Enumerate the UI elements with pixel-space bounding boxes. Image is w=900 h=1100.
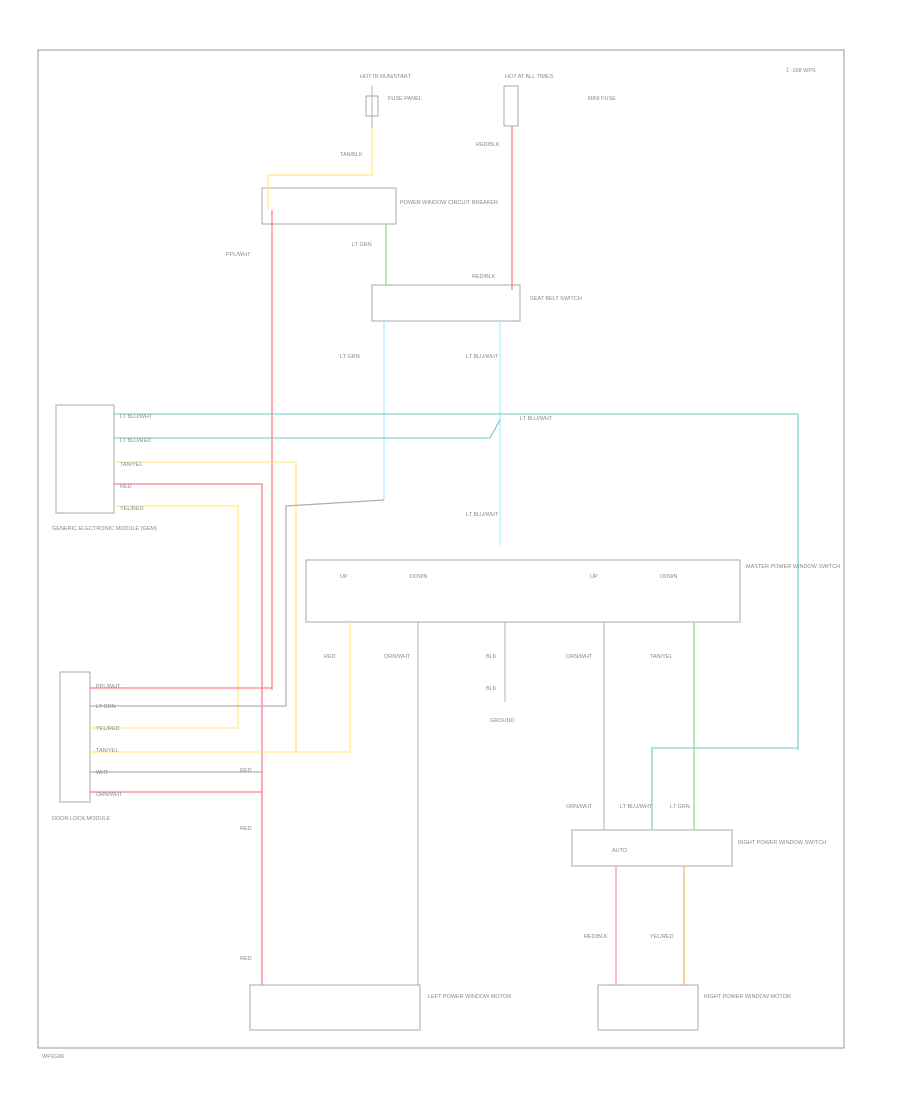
left-module: GENERIC ELECTRONIC MODULE (GEM) (52, 404, 157, 532)
wire-label-red-3: RED (240, 768, 252, 774)
wire-label-tan-yel: TAN/YEL (120, 462, 143, 468)
wires (90, 126, 799, 985)
wire-label-lt-grn-2: LT GRN (340, 354, 360, 360)
fuse-right: HOT AT ALL TIMES MINI FUSE (503, 74, 616, 127)
svg-text:AUTO: AUTO (612, 848, 628, 854)
svg-text:RIGHT POWER WINDOW MOTOR: RIGHT POWER WINDOW MOTOR (704, 994, 791, 1000)
wire-label-red-blk-2: RED/BLK (472, 274, 496, 280)
wire-label-lt-blu: LT BLU/WHT (466, 354, 499, 360)
wire-label-lt-blu-4: LT BLU/WHT (466, 512, 499, 518)
svg-text:HOT AT ALL TIMES: HOT AT ALL TIMES (505, 74, 554, 80)
svg-text:UP: UP (340, 574, 348, 580)
wire-label-orn-wht-3: ORN/WHT (96, 792, 123, 798)
wire-label-red-blk: RED/BLK (476, 142, 500, 148)
right-door-switch: RIGHT POWER WINDOW SWITCH AUTO (571, 829, 826, 867)
wire-label-lt-blu-3: LT BLU/WHT (520, 416, 553, 422)
svg-text:GROUND: GROUND (490, 718, 514, 724)
wire-label-wht: WHT (96, 770, 109, 776)
svg-text:MINI FUSE: MINI FUSE (588, 96, 616, 102)
wire-label-blk-2: BLK (486, 686, 497, 692)
wire-label-lt-blu-red: LT BLU/RED (120, 438, 151, 444)
wire-label-tan-blk: TAN/BLK (340, 152, 363, 158)
wire-label-lt-grn-4: LT GRN (670, 804, 690, 810)
svg-text:LEFT POWER WINDOW MOTOR: LEFT POWER WINDOW MOTOR (428, 994, 511, 1000)
svg-text:UP: UP (590, 574, 598, 580)
wire-label-yel-red-2: YEL/RED (96, 726, 120, 732)
wire-label-ppl-wht-2: PPL/WHT (96, 684, 121, 690)
wire-label-red-5: RED (240, 956, 252, 962)
footer-code: WF9G96 (42, 1054, 64, 1060)
wire-label-orn-wht-4: ORN/WHT (566, 804, 593, 810)
wire-label-orn-wht-2: ORN/WHT (566, 654, 593, 660)
wire-label-red-blk-3: RED/BLK (584, 934, 608, 940)
wire-label-lt-blu-5: LT BLU/WHT (620, 804, 653, 810)
diagram-frame (37, 49, 845, 1049)
svg-text:DOWN: DOWN (410, 574, 427, 580)
wire-label-blk: BLK (486, 654, 497, 660)
svg-text:FUSE PANEL: FUSE PANEL (388, 96, 422, 102)
svg-text:DOWN: DOWN (660, 574, 677, 580)
master-switch: MASTER POWER WINDOW SWITCH UP DOWN UP DO… (305, 559, 840, 623)
wire-label-tan-yel-3: TAN/YEL (96, 748, 119, 754)
svg-text:RIGHT POWER WINDOW SWITCH: RIGHT POWER WINDOW SWITCH (738, 840, 826, 846)
wire-label-ppl-wht: PPL/WHT (226, 252, 251, 258)
wire-label-red: RED (120, 484, 132, 490)
wire-label-yel-red-3: YEL/RED (650, 934, 674, 940)
wire-label-lt-grn-3: LT GRN (96, 704, 116, 710)
svg-text:GENERIC ELECTRONIC MODULE (GEM: GENERIC ELECTRONIC MODULE (GEM) (52, 526, 157, 532)
seat-belt-switch: SEAT BELT SWITCH (371, 284, 582, 322)
svg-text:SEAT BELT SWITCH: SEAT BELT SWITCH (530, 296, 582, 302)
wire-label-yel-red: YEL/RED (120, 506, 144, 512)
ground: GROUND (490, 622, 514, 724)
svg-text:POWER WINDOW CIRCUIT BREAKER: POWER WINDOW CIRCUIT BREAKER (400, 200, 498, 206)
left-motor: LEFT POWER WINDOW MOTOR (249, 984, 511, 1031)
wire-label-red-4: RED (240, 826, 252, 832)
corner-code: 1 ·168 WPS (786, 68, 816, 74)
svg-text:MASTER POWER WINDOW SWITCH: MASTER POWER WINDOW SWITCH (746, 564, 840, 570)
lock-module: DOOR LOCK MODULE (52, 671, 110, 822)
wire-label-orn-wht: ORN/WHT (384, 654, 411, 660)
svg-text:HOT IN RUN/START: HOT IN RUN/START (360, 74, 412, 80)
wire-label-lt-blu-2: LT BLU/WHT (120, 414, 153, 420)
wire-label-lt-grn: LT GRN (352, 242, 372, 248)
wire-label-red-2: RED (324, 654, 336, 660)
fuse-left: HOT IN RUN/START FUSE PANEL (360, 74, 422, 128)
right-motor: RIGHT POWER WINDOW MOTOR (597, 984, 791, 1031)
circuit-breaker: POWER WINDOW CIRCUIT BREAKER (261, 187, 498, 225)
svg-text:DOOR LOCK MODULE: DOOR LOCK MODULE (52, 816, 110, 822)
wire-label-tan-yel-2: TAN/YEL (650, 654, 673, 660)
